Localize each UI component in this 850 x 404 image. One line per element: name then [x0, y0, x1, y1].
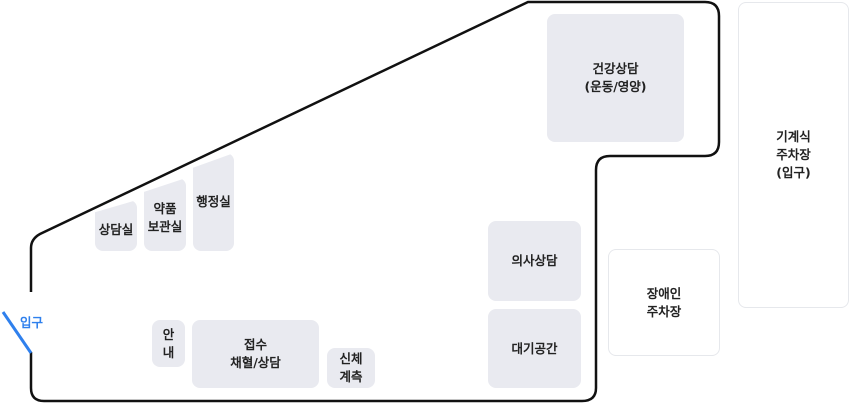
room-label: 상담실: [98, 221, 134, 237]
room-label: 내: [162, 344, 175, 360]
room-health-counsel[interactable]: 건강상담 (운동/영양): [547, 14, 684, 142]
parking-label: 주차장: [646, 303, 682, 319]
room-label: 대기공간: [511, 340, 558, 356]
room-label: 접수: [243, 337, 267, 352]
parking-label: 장애인: [646, 285, 682, 301]
mechanical-parking[interactable]: 기계식 주차장 (입구): [738, 2, 849, 308]
room-label: 계측: [339, 369, 363, 384]
room-label: 안: [162, 326, 175, 342]
entrance-door: [1, 311, 33, 354]
room-waiting[interactable]: 대기공간: [488, 309, 581, 388]
room-label: 약품: [153, 200, 177, 216]
room-doctor[interactable]: 의사상담: [488, 221, 581, 301]
parking-label: (입구): [776, 165, 811, 180]
room-reception[interactable]: 접수 채혈/상담: [192, 320, 319, 388]
parking-label: 주차장: [776, 147, 811, 162]
room-label: 의사상담: [511, 253, 558, 268]
entrance-label: 입구: [20, 315, 44, 330]
parking-label: 기계식: [776, 129, 811, 144]
room-label: 건강상담: [592, 61, 639, 76]
room-label: 보관실: [147, 218, 183, 234]
room-label: 신체: [339, 351, 363, 366]
disabled-parking[interactable]: 장애인 주차장: [608, 249, 720, 356]
room-label: (운동/영양): [584, 79, 647, 94]
room-admin[interactable]: 행정실: [193, 153, 234, 251]
room-pharmacy[interactable]: 약품 보관실: [144, 178, 186, 251]
room-info[interactable]: 안 내: [152, 320, 185, 367]
room-label: 행정실: [196, 194, 231, 209]
room-body-measure[interactable]: 신체 계측: [327, 348, 375, 388]
room-label: 채혈/상담: [230, 355, 281, 370]
building-wall: [29, 0, 721, 403]
